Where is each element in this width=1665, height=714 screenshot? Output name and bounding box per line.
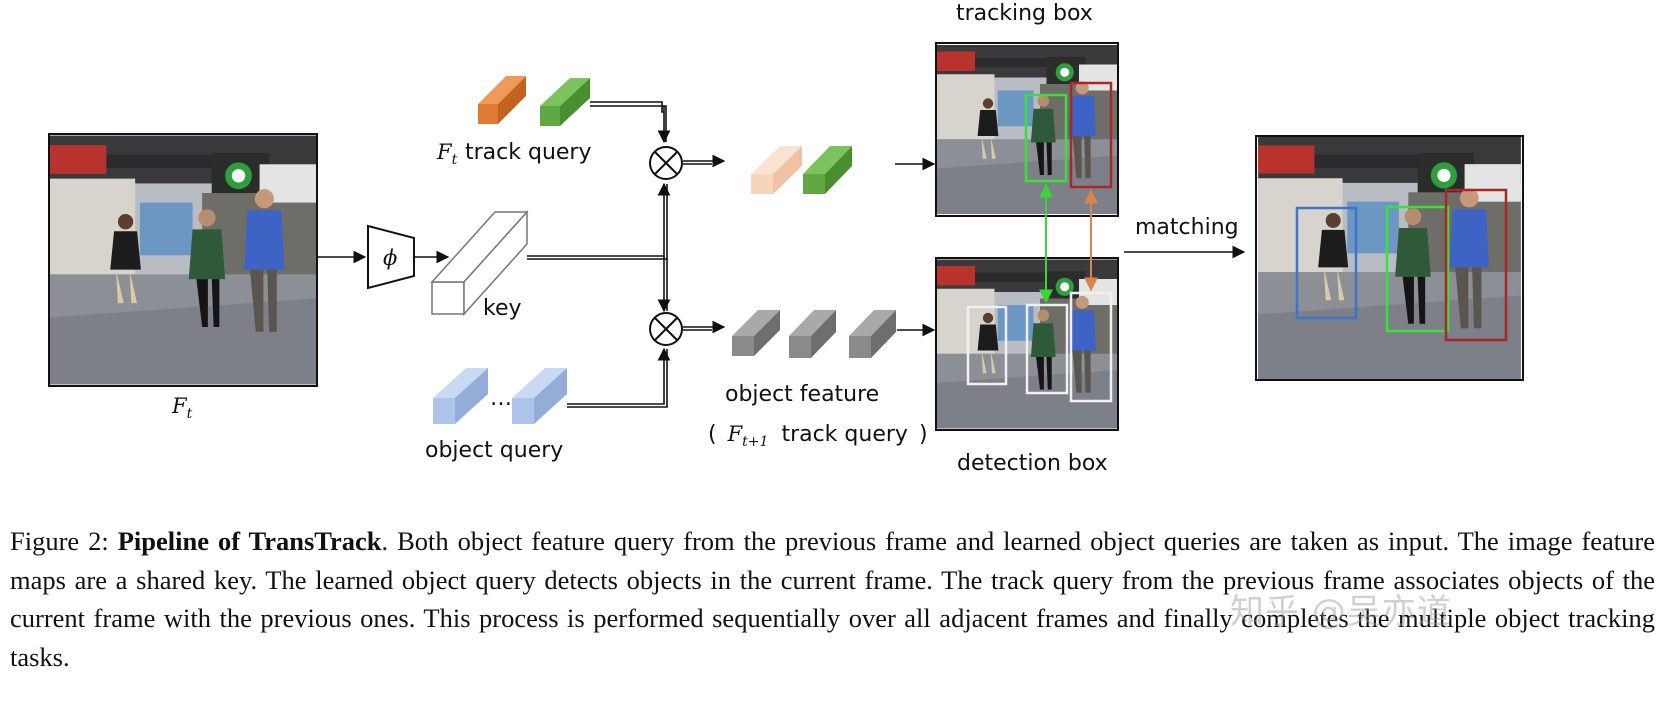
caption-title: Pipeline of TransTrack bbox=[117, 526, 382, 556]
result-box-red bbox=[1444, 188, 1508, 342]
caption-prefix: Figure 2: bbox=[10, 526, 118, 556]
input-frame-image bbox=[48, 133, 318, 387]
detection-box-image bbox=[935, 257, 1119, 431]
track-query-label: track query bbox=[465, 140, 592, 165]
next-track-query-label: ( Ft+1 track query ) bbox=[708, 422, 928, 452]
result-box-green bbox=[1385, 205, 1450, 333]
input-frame-label: Ft bbox=[171, 394, 193, 422]
result-frame-image bbox=[1255, 135, 1524, 381]
key-label: key bbox=[483, 296, 522, 321]
result-box-blue bbox=[1295, 206, 1358, 320]
figure-caption: Figure 2: Pipeline of TransTrack. Both o… bbox=[10, 522, 1655, 676]
multiply-node-object bbox=[649, 312, 683, 346]
encoder-phi-symbol: ϕ bbox=[383, 246, 397, 270]
connectors bbox=[527, 101, 1246, 408]
object-feature-label: object feature bbox=[725, 382, 879, 407]
tracking-box-green bbox=[1024, 93, 1068, 183]
multiply-node-track bbox=[649, 146, 683, 180]
key-feature-block bbox=[430, 210, 529, 316]
updated-track-query-blocks bbox=[751, 146, 852, 194]
tracking-box-image bbox=[935, 42, 1119, 217]
street-scene-photo bbox=[49, 135, 317, 385]
object-feature-blocks bbox=[732, 310, 896, 358]
object-query-label: object query bbox=[425, 438, 563, 463]
matching-label: matching bbox=[1135, 215, 1239, 240]
tracking-box-label: tracking box bbox=[956, 1, 1093, 26]
ellipsis: … bbox=[490, 386, 512, 411]
track-query-var: Ft bbox=[436, 140, 458, 168]
tracking-box-red bbox=[1069, 81, 1113, 189]
encoder-phi-block: ϕ bbox=[367, 224, 415, 290]
watermark: 知乎 @吴亦道 bbox=[1230, 592, 1452, 632]
detection-box-label: detection box bbox=[957, 451, 1108, 476]
caption-body: . Both object feature query from the pre… bbox=[10, 526, 1655, 672]
object-query-blocks bbox=[433, 368, 567, 424]
transtrack-pipeline-diagram: Ft ϕ key Ft track query … object query bbox=[48, 1, 1524, 476]
track-query-blocks bbox=[478, 76, 590, 126]
